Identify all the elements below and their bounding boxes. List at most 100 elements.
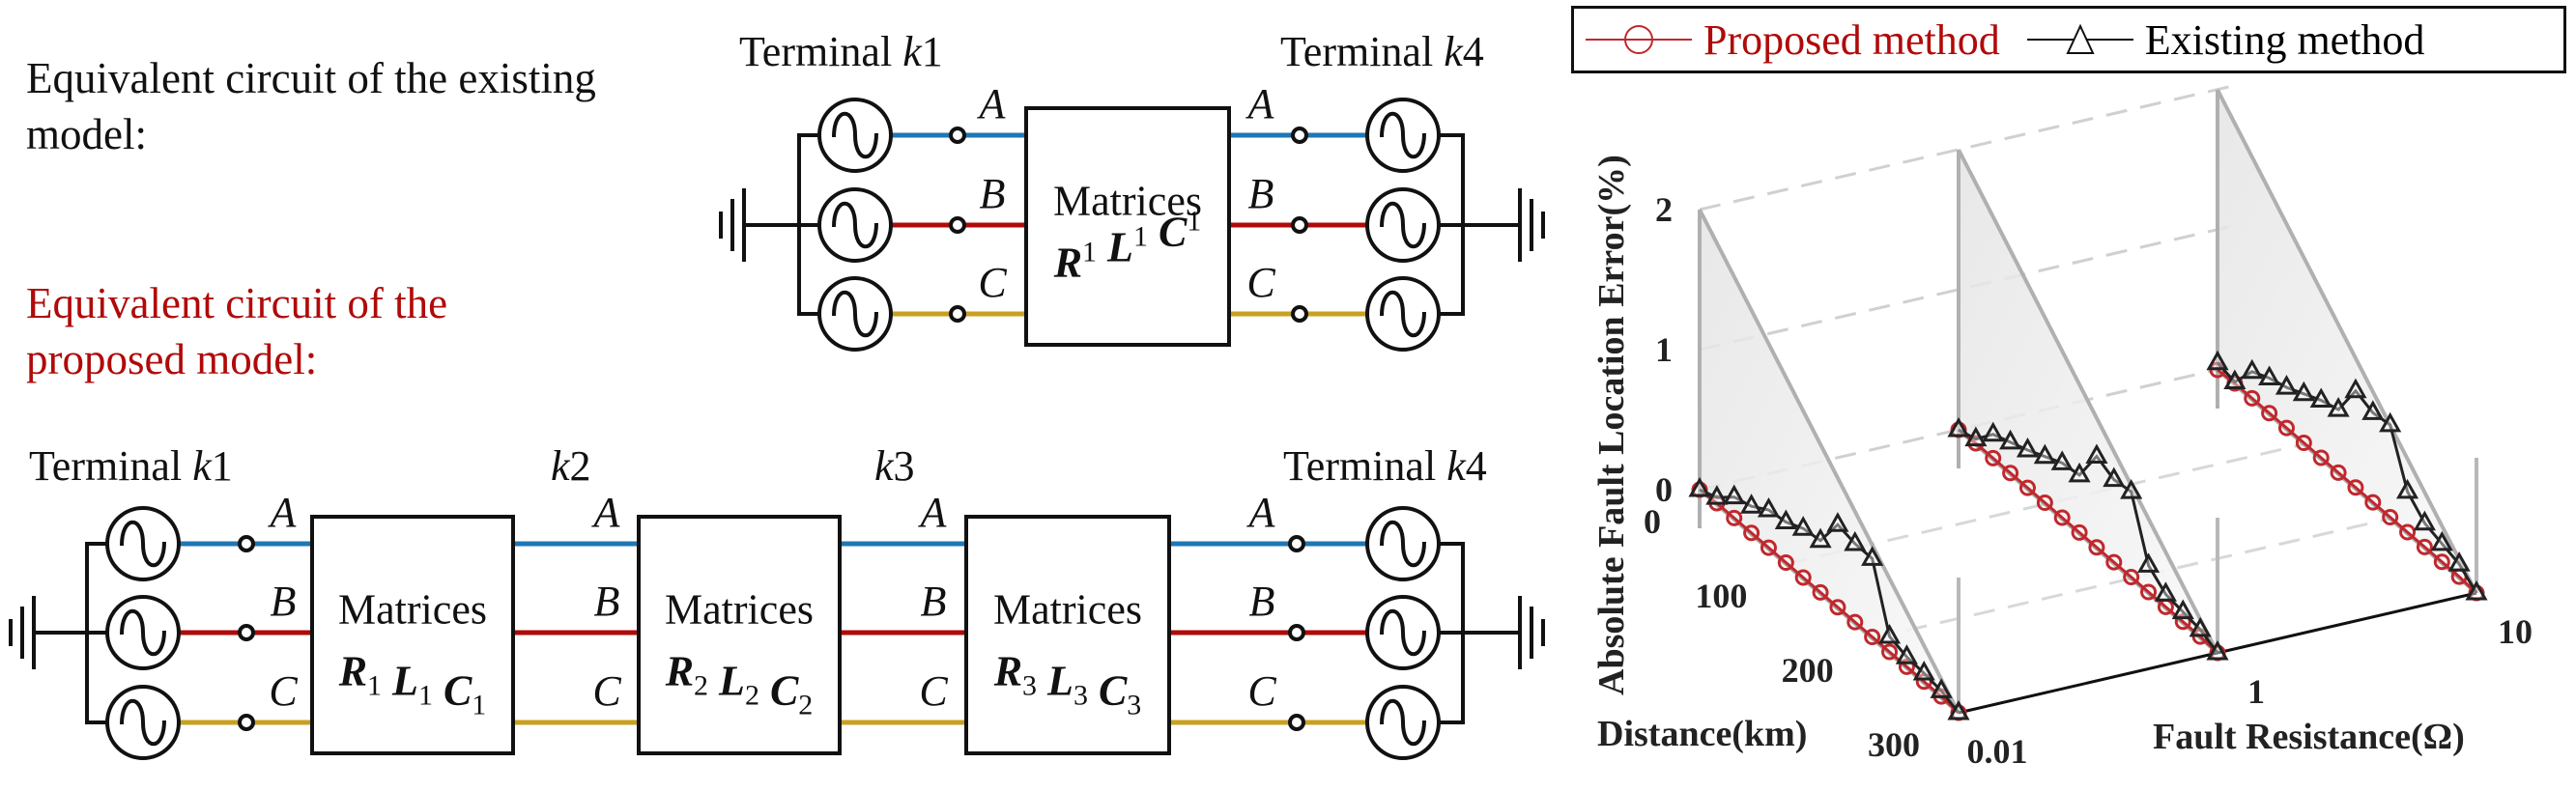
matrices-block <box>1024 106 1231 347</box>
triangle-marker <box>2465 579 2488 601</box>
matrices-title: Matrices <box>1053 178 1202 225</box>
triangle-marker <box>2206 639 2229 661</box>
triangle-marker <box>1877 623 1902 644</box>
terminal-label: k2 <box>551 442 591 490</box>
z-tick-label: 1 <box>1655 330 1673 369</box>
circle-marker <box>2105 553 2123 571</box>
circle-marker <box>2071 523 2088 541</box>
z-tick-label: 0 <box>1655 470 1673 509</box>
sine-wave-icon <box>832 290 878 338</box>
terminal-label: Terminal k4 <box>1283 442 1487 490</box>
triangle-marker <box>1757 496 1781 518</box>
triangle-marker <box>2033 443 2056 465</box>
caption-proposed-model: Equivalent circuit of the proposed model… <box>26 279 448 383</box>
phase-label: B <box>271 578 297 625</box>
circle-marker <box>1760 539 1777 556</box>
matrices-symbols: R1 L1 C1 <box>338 648 487 721</box>
terminal-node <box>949 305 966 323</box>
triangle-marker <box>1861 546 1884 566</box>
circle-marker <box>2244 389 2261 407</box>
grid-line <box>1699 363 2238 492</box>
sine-wave-icon <box>1380 608 1426 657</box>
sine-wave-icon <box>1380 290 1426 338</box>
terminal-node <box>1288 535 1305 552</box>
y-tick-label: 10 <box>2498 612 2533 651</box>
circle-marker <box>2261 405 2278 422</box>
phase-label: A <box>1245 80 1275 127</box>
phase-label: C <box>269 667 298 715</box>
phase-label: A <box>268 489 298 536</box>
circle-marker <box>2364 494 2382 511</box>
triangle-marker <box>1740 494 1763 514</box>
matrices-symbols: R1 L1 C1 <box>1053 206 1202 287</box>
triangle-marker <box>1688 476 1711 497</box>
series-line <box>1958 428 2219 655</box>
triangle-marker <box>1774 509 1797 529</box>
circle-marker <box>2018 479 2036 496</box>
triangle-marker <box>1982 421 2005 442</box>
circle-marker <box>2399 523 2417 541</box>
terminal-node <box>949 127 966 144</box>
triangle-marker <box>2120 479 2143 499</box>
terminal-label: k3 <box>874 442 915 490</box>
circle-marker <box>2053 509 2071 526</box>
circle-marker <box>1812 583 1829 601</box>
terminal-label: Terminal k1 <box>29 442 233 490</box>
triangle-marker <box>2413 510 2436 531</box>
triangle-marker <box>1947 699 1970 720</box>
circle-marker <box>2277 419 2295 437</box>
matrices-title: Matrices <box>338 586 487 634</box>
matrices-block <box>310 515 515 755</box>
terminal-node <box>1291 216 1308 234</box>
circle-marker <box>1864 629 1881 646</box>
caption-existing-model: Equivalent circuit of the existing model… <box>26 54 596 158</box>
sine-wave-icon <box>832 111 878 159</box>
triangle-marker <box>1791 516 1815 536</box>
triangle-marker-icon <box>2026 23 2133 54</box>
terminal-node <box>1291 127 1308 144</box>
phase-label: B <box>594 578 620 625</box>
triangle-marker <box>2068 462 2091 483</box>
triangle-marker <box>2223 369 2247 389</box>
triangle-marker <box>2292 381 2315 402</box>
circle-marker <box>2312 449 2330 466</box>
pane-edge <box>1698 209 1961 714</box>
triangle-marker <box>1912 660 1935 681</box>
resistance-pane-1 <box>1957 149 2219 655</box>
resistance-pane-10 <box>2216 89 2478 595</box>
triangle-marker <box>2016 437 2040 458</box>
phase-label: C <box>592 667 621 715</box>
matrices-title: Matrices <box>665 586 814 634</box>
triangle-marker <box>2241 358 2264 380</box>
circle-marker <box>2036 494 2053 512</box>
y-tick-label: 0.01 <box>1967 732 2028 771</box>
sine-wave-icon <box>1380 520 1426 568</box>
z-axis-title: Absolute Fault Location Error(%) <box>1591 155 1632 695</box>
legend-label-proposed: Proposed method <box>1703 15 2000 64</box>
phase-label: B <box>921 578 947 625</box>
phase-label: A <box>918 489 948 536</box>
x-axis-title: Distance(km) <box>1597 714 1807 754</box>
terminal-node <box>238 535 255 552</box>
circle-marker <box>1898 658 1915 675</box>
y-tick-label: 1 <box>2247 672 2265 711</box>
sine-wave-icon <box>120 698 166 747</box>
triangle-marker <box>1999 429 2022 450</box>
terminal-label: Terminal k1 <box>739 28 943 75</box>
circle-marker <box>2347 479 2364 496</box>
sine-wave-icon <box>1380 111 1426 159</box>
triangle-marker <box>1947 416 1970 438</box>
circle-marker <box>2382 509 2399 526</box>
triangle-marker <box>1705 485 1729 505</box>
phase-label: B <box>1248 170 1274 217</box>
phase-label: A <box>591 489 621 536</box>
chart-legend: Proposed method Existing method <box>1571 6 2566 73</box>
triangle-marker <box>1723 484 1746 505</box>
triangle-marker <box>1964 426 1988 447</box>
circle-marker <box>2088 539 2105 556</box>
triangle-marker <box>1895 644 1918 664</box>
